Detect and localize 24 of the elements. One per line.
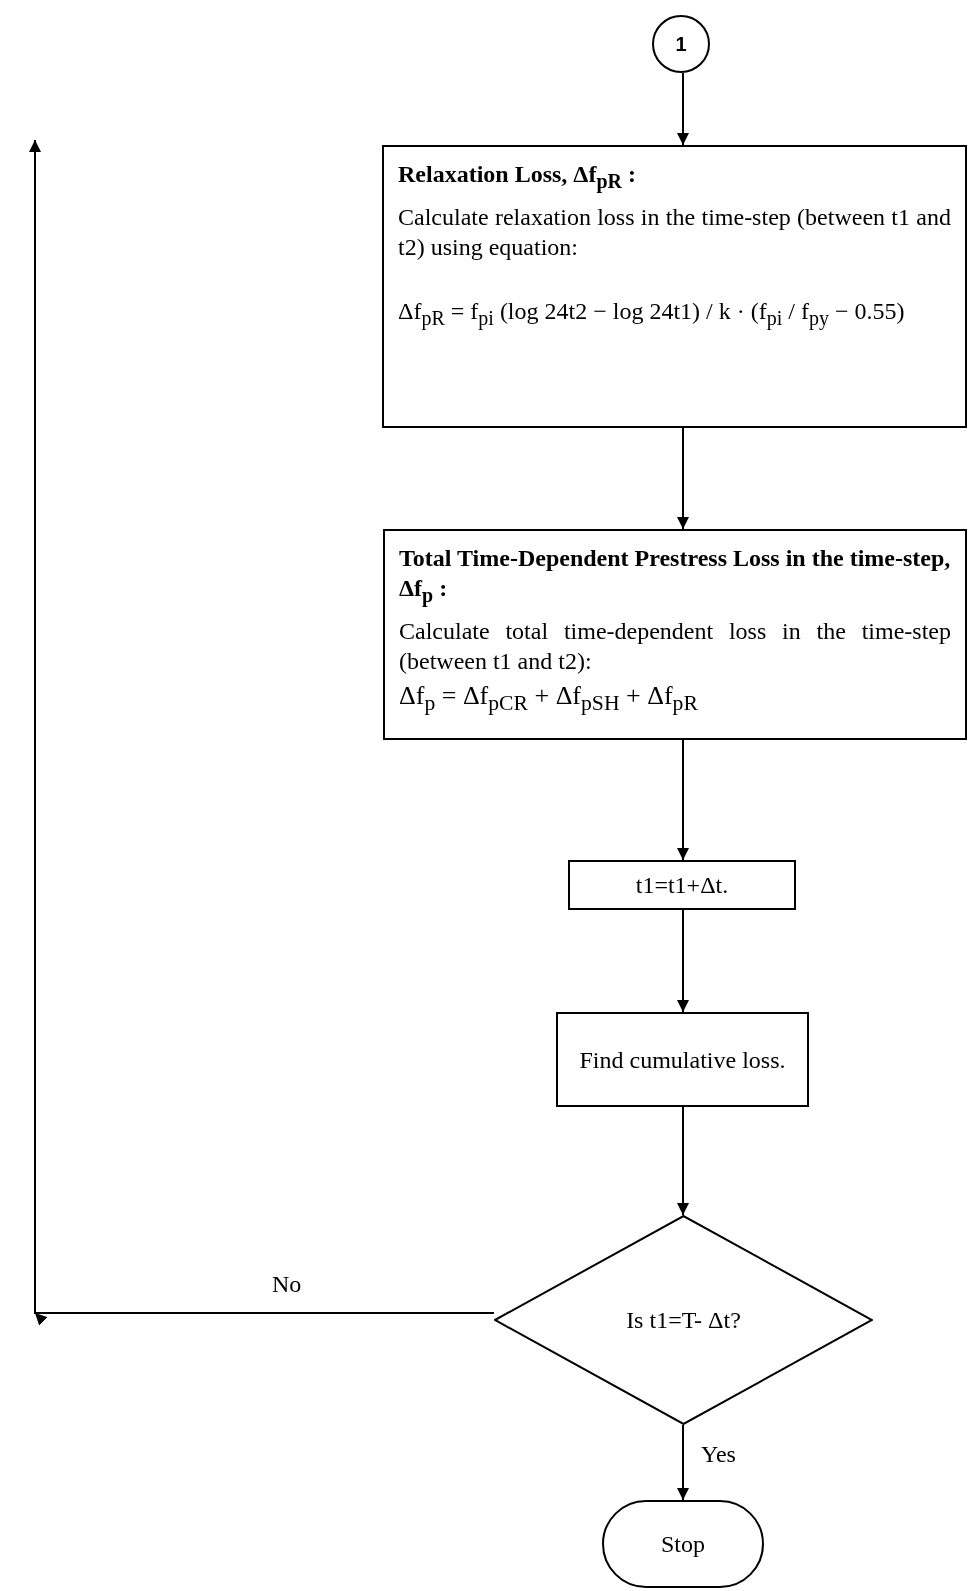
decision-diamond [494, 1215, 873, 1425]
process-box [383, 529, 967, 740]
step-description: Calculate relaxation loss in the time-step (between t1 and t2) using equation: [398, 202, 951, 262]
arrow [677, 1424, 689, 1501]
node-label: Is t1=T- Δt? [626, 1306, 741, 1335]
equation: Δf$_{pR}$ = f$_{pi}$ (log 24t2 − log 24t1) / k · (f$_{pi}$ / f$_{py}$ − 0.55) [398, 296, 906, 331]
process-box [568, 860, 796, 910]
arrow [677, 1106, 689, 1216]
connector-circle [652, 15, 710, 73]
step-description: Calculate total time-dependent loss in the time-step (between t1 and t2): [399, 616, 951, 676]
step-heading: Relaxation Loss, Δf$_{pR}$ : [398, 160, 637, 194]
node-label: Find cumulative loss. [579, 1045, 786, 1075]
process-box [556, 1012, 809, 1107]
arrow [677, 72, 689, 146]
arrow [677, 909, 689, 1013]
arrow [29, 139, 495, 1325]
node-label: 1 [675, 31, 687, 57]
step-heading: Total Time-Dependent Prestress Loss in the time-step, Δf$_{p}$ : [399, 544, 951, 608]
arrow [677, 427, 689, 530]
equation: Δf$_{p}$ = Δf$_{pCR}$ + Δf$_{pSH}$ + Δf$_{pR}$ [399, 679, 699, 717]
process-box [382, 145, 967, 428]
node-label: Stop [661, 1530, 705, 1559]
arrow [677, 739, 689, 861]
node-label: t1=t1+Δt. [635, 871, 729, 900]
